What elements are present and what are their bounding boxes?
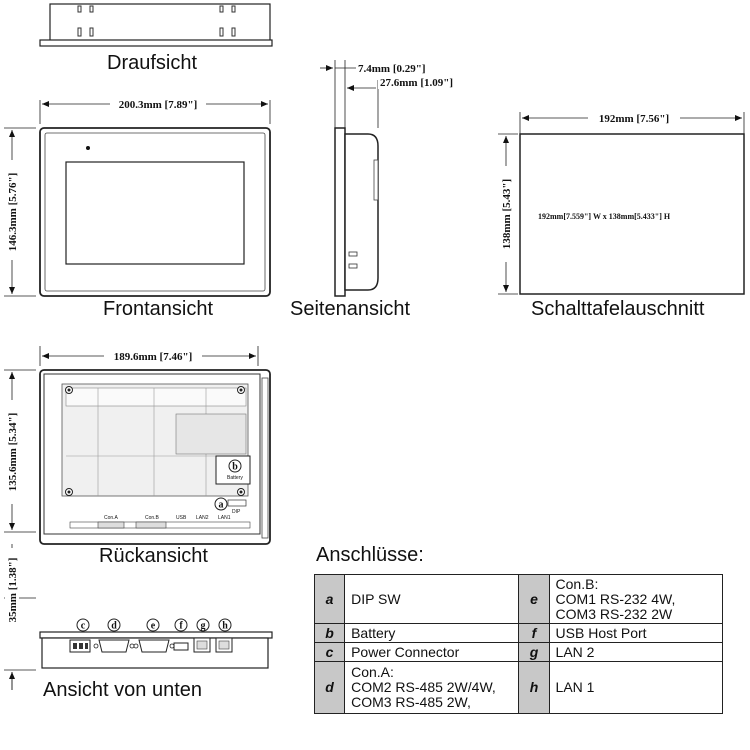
rear-badge-b: b [232, 462, 238, 473]
front-height-dimension: 146.3mm [5.76"] [7, 173, 19, 252]
caption-side-view: Seitenansicht [290, 298, 411, 320]
bottom-badge-f: f [179, 621, 183, 632]
rear-con-b-label: Con.B [145, 515, 160, 521]
rear-height-dimension: 135.6mm [5.34"] [7, 413, 19, 492]
connection-key: c [313, 642, 346, 662]
bottom-badge-e: e [151, 621, 156, 632]
cutout-size-note: 192mm[7.559"] W x 138mm[5.433"] H [538, 212, 671, 221]
connection-value: Con.B: COM1 RS-232 4W, COM3 RS-232 2W [548, 574, 724, 624]
rear-width-dimension: 189.6mm [7.46"] [114, 351, 193, 363]
connection-value: LAN 2 [548, 642, 724, 662]
connection-value: DIP SW [344, 574, 520, 624]
connection-key: a [313, 574, 346, 624]
rear-usb-label: USB [176, 515, 187, 521]
connection-key: f [518, 623, 550, 643]
rear-con-a-label: Con.A [104, 515, 119, 521]
bottom-badge-g: g [201, 621, 206, 632]
table-row: d Con.A: COM2 RS-485 2W/4W, COM3 RS-485 … [313, 661, 724, 714]
rear-lan1-label: LAN1 [218, 515, 231, 521]
caption-front-view: Frontansicht [103, 298, 214, 320]
connection-key: e [518, 574, 550, 624]
caption-bottom-view: Ansicht von unten [43, 679, 202, 701]
connections-table: a DIP SW e Con.B: COM1 RS-232 4W, COM3 R… [313, 574, 724, 714]
front-width-dimension: 200.3mm [7.89"] [119, 99, 198, 111]
connection-key: h [518, 661, 550, 714]
connection-key: d [313, 661, 346, 714]
cutout-height-dimension: 138mm [5.43"] [501, 179, 513, 249]
panel-cutout-drawing: 192mm [7.56"] 138mm [5.43"] 192mm[7.559"… [498, 111, 745, 295]
rear-view-drawing: 189.6mm [7.46"] 135.6mm [5.34"] b Batter… [4, 346, 271, 545]
connection-key: b [313, 623, 346, 643]
connection-value: Power Connector [344, 642, 520, 662]
table-row: b Battery f USB Host Port [313, 623, 724, 643]
connection-value: USB Host Port [548, 623, 724, 643]
side-depth-dimension: 27.6mm [1.09"] [380, 77, 453, 89]
front-view-drawing: 200.3mm [7.89"] 146.3mm [5.76"] [4, 97, 271, 297]
side-bezel-dimension: 7.4mm [0.29"] [358, 63, 426, 75]
bottom-badge-h: h [222, 621, 228, 632]
bottom-height-dimension: 35mm [1.38"] [7, 558, 19, 623]
bottom-badge-c: c [81, 621, 86, 632]
connections-title: Anschlüsse: [316, 544, 424, 566]
connection-key: g [518, 642, 550, 662]
table-row: c Power Connector g LAN 2 [313, 642, 724, 662]
connection-value: LAN 1 [548, 661, 724, 714]
side-view-drawing: 7.4mm [0.29"] 27.6mm [1.09"] [320, 60, 470, 297]
rear-battery-label: Battery [227, 475, 243, 481]
caption-panel-cutout: Schalttafelauschnitt [531, 298, 705, 320]
rear-badge-a: a [219, 500, 224, 511]
connection-value: Battery [344, 623, 520, 643]
connection-value: Con.A: COM2 RS-485 2W/4W, COM3 RS-485 2W… [344, 661, 520, 714]
caption-top-view: Draufsicht [107, 52, 198, 74]
cutout-width-dimension: 192mm [7.56"] [599, 113, 669, 125]
top-view-drawing [39, 3, 273, 47]
bottom-badge-d: d [111, 621, 117, 632]
bottom-view-drawing: 35mm [1.38"] c d e f g h [4, 544, 273, 690]
rear-dip-label: DIP [232, 509, 241, 515]
rear-lan2-label: LAN2 [196, 515, 209, 521]
caption-rear-view: Rückansicht [99, 545, 208, 567]
table-row: a DIP SW e Con.B: COM1 RS-232 4W, COM3 R… [313, 574, 724, 624]
